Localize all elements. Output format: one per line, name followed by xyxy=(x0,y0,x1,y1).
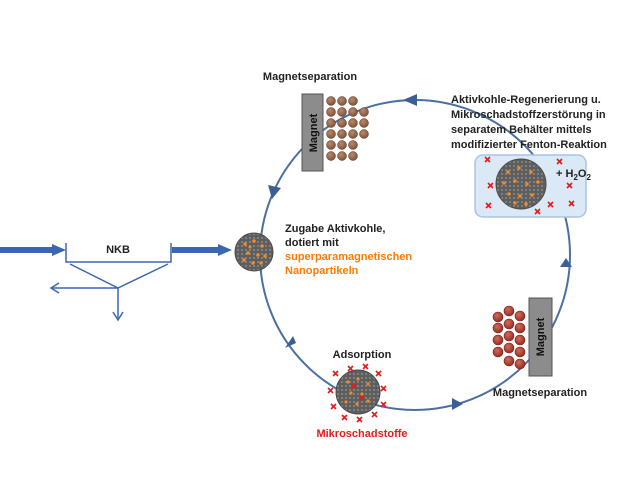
svg-text:dotiert mit: dotiert mit xyxy=(285,237,339,249)
svg-text:Zugabe Aktivkohle,: Zugabe Aktivkohle, xyxy=(285,223,385,235)
adsorption-particle xyxy=(327,363,387,423)
magnetseparation-bottom-label: Magnetseparation xyxy=(493,387,587,399)
dosing-arrow xyxy=(172,244,232,256)
pollutant-x-icon xyxy=(327,363,387,423)
magnet-bottom-label: Magnet xyxy=(535,317,547,356)
activated-carbon-particle-icon xyxy=(234,232,274,272)
pollutant-x-icon xyxy=(484,156,575,215)
nkb-bracket xyxy=(65,243,172,263)
magnet-top-label: Magnet xyxy=(308,113,320,152)
magnet-block-icon xyxy=(301,93,324,172)
split-left-branch xyxy=(69,263,119,289)
h2o2-label: + H2O2 xyxy=(556,168,591,182)
nkb-label: NKB xyxy=(106,244,130,256)
cycle-arrow-upper-left xyxy=(268,185,281,199)
regeneration-tank: + H2O2 xyxy=(474,154,591,218)
split-right-branch xyxy=(117,263,169,289)
cycle-arrow-bottom xyxy=(452,398,463,410)
svg-text:Mikroschadstoffzerstörung in: Mikroschadstoffzerstörung in xyxy=(451,109,606,121)
inflow-system: NKB xyxy=(0,243,232,322)
outflow-left-head xyxy=(49,282,60,294)
magnet-block-icon xyxy=(528,297,553,377)
cycle-arrow-right xyxy=(560,258,572,267)
particle-cluster-top xyxy=(326,96,369,161)
adsorption-label: Adsorption xyxy=(333,349,392,361)
svg-text:modifizierter Fenton-Reaktion: modifizierter Fenton-Reaktion xyxy=(451,139,607,151)
magnet-top: Magnet xyxy=(301,93,324,172)
outflow-down-head xyxy=(112,311,124,322)
svg-text:Aktivkohle-Regenerierung u.: Aktivkohle-Regenerierung u. xyxy=(451,94,601,106)
svg-text:Nanopartikeln: Nanopartikeln xyxy=(285,265,359,277)
cycle-arrow-top xyxy=(403,94,417,106)
activated-carbon-particle-icon xyxy=(335,369,381,415)
cycle-arrow-lower-left xyxy=(285,336,296,348)
particle-cluster-bottom xyxy=(492,305,526,370)
regeneration-label: Aktivkohle-Regenerierung u. Mikroschadst… xyxy=(451,94,607,151)
svg-text:separatem Behälter mittels: separatem Behälter mittels xyxy=(451,124,592,136)
magnet-bottom: Magnet xyxy=(528,297,553,377)
particle-dots xyxy=(502,166,540,206)
zugabe-label: Zugabe Aktivkohle, dotiert mit superpara… xyxy=(285,223,412,277)
particle-dots xyxy=(344,377,370,406)
inflow-arrow xyxy=(0,244,66,256)
svg-text:superparamagnetischen: superparamagnetischen xyxy=(285,251,412,263)
magnetseparation-top-label: Magnetseparation xyxy=(263,71,357,83)
mikroschadstoffe-label: Mikroschadstoffe xyxy=(316,428,407,440)
